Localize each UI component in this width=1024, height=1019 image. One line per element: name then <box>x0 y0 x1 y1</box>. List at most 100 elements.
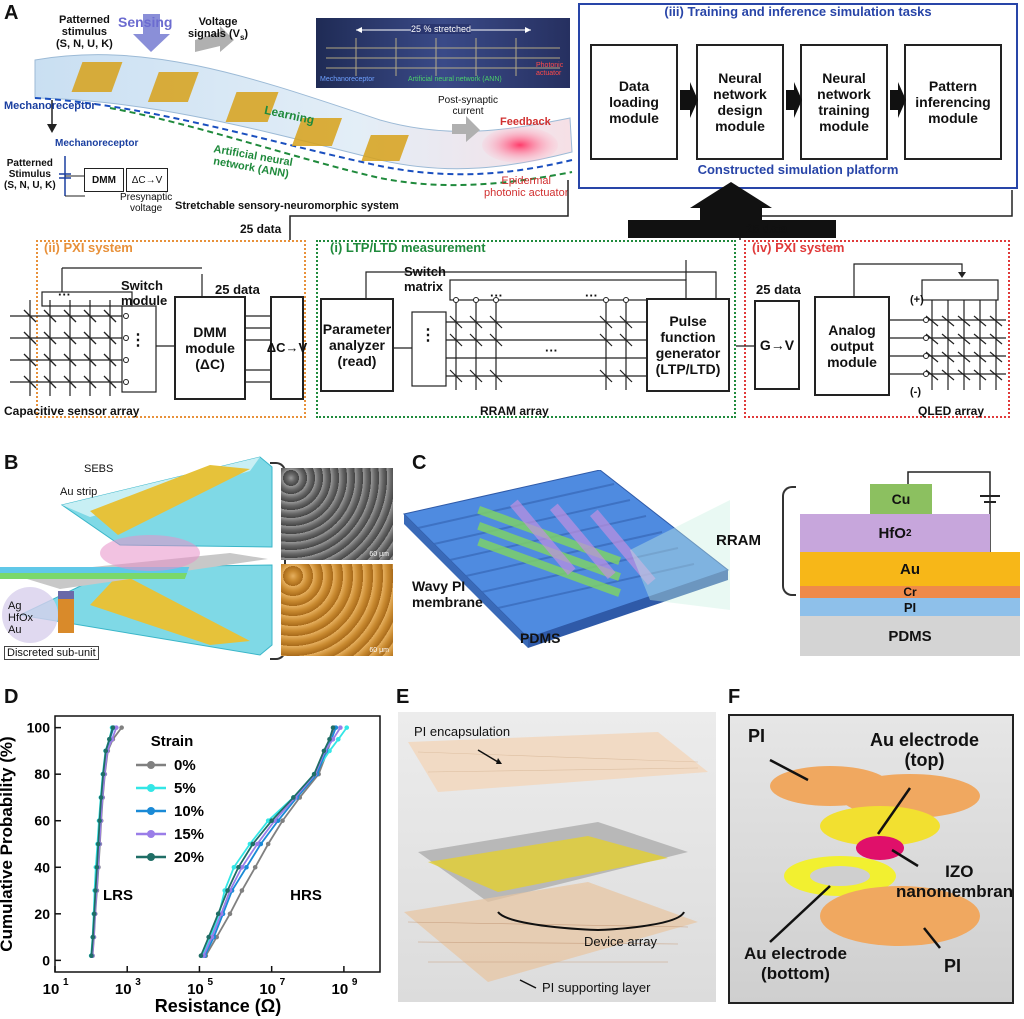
legend-marker <box>147 807 155 815</box>
data-point <box>114 725 119 730</box>
data-point <box>250 841 256 847</box>
bracket-b <box>270 462 286 660</box>
simulation-platform-label: Constructed simulation platform <box>697 162 899 177</box>
data-point <box>107 736 112 742</box>
data-point <box>269 818 274 824</box>
bracket-c <box>782 486 796 596</box>
x-tick-label: 10 <box>115 981 132 998</box>
y-tick-label: 20 <box>34 906 50 922</box>
lrs-annotation: LRS <box>103 887 133 904</box>
data-point <box>198 953 204 959</box>
data-point <box>97 818 102 824</box>
x-tick-exponent: 3 <box>135 977 141 988</box>
data-point <box>330 725 336 730</box>
ltp-ltd-title: (i) LTP/LTD measurement <box>330 240 486 255</box>
data-point <box>239 864 245 870</box>
layer-au: Au <box>800 552 1020 586</box>
layer-pdms: PDMS <box>800 616 1020 656</box>
qled-array-label: QLED array <box>918 404 985 418</box>
x-tick-exponent: 1 <box>63 977 69 988</box>
stretchable-system-label: Stretchable sensory-neuromorphic system <box>175 200 399 212</box>
pxi-ii-title: (ii) PXI system <box>44 240 133 255</box>
layer-pi: PI <box>800 598 1020 616</box>
legend-label: 5% <box>174 780 196 797</box>
legend-label: 0% <box>174 757 196 774</box>
panel-label-d: D <box>4 686 19 708</box>
data-point <box>103 748 109 754</box>
data25-iv-label: 25 data <box>756 282 801 297</box>
module-flow-arrows <box>680 82 906 118</box>
pdms-substrate-label: PDMS <box>520 630 561 646</box>
inset-mechanoreceptor-label: Mechanoreceptor <box>55 138 139 149</box>
switch-vdots: ⋮ <box>130 332 146 349</box>
y-tick-label: 80 <box>34 766 50 782</box>
stretchable-system-illustration <box>34 14 573 187</box>
sem-image: 60 μm <box>281 468 393 560</box>
panel-label-c: C <box>412 452 427 474</box>
data-point <box>89 953 94 959</box>
data-point <box>254 841 260 847</box>
connector-lines <box>289 180 1013 240</box>
feedback-label: Feedback <box>500 116 551 128</box>
data-point <box>98 795 104 800</box>
pxi-iv-box <box>744 240 1010 418</box>
data25-right-label: 25 data <box>746 222 788 236</box>
data25-left-label: 25 data <box>240 222 282 236</box>
pi-top-label: PI <box>748 726 766 746</box>
dcv-module: ΔC→V <box>267 296 307 400</box>
capacitive-array-circuit <box>10 267 270 396</box>
panel-label-a: A <box>4 2 19 24</box>
layer-cr: Cr <box>800 585 1020 599</box>
data-point <box>327 748 332 754</box>
capacitive-array-label: Capacitive sensor array <box>4 404 140 418</box>
data25-ii-label: 25 data <box>215 282 260 297</box>
data-point <box>91 911 97 917</box>
x-tick-exponent: 7 <box>280 977 286 988</box>
data-point <box>252 864 258 870</box>
pi-bottom-label: PI <box>944 956 962 976</box>
data-point <box>258 841 264 847</box>
au-strip-label: Au strip <box>60 486 98 498</box>
data-point <box>110 725 116 730</box>
training-simulation-title: (iii) Training and inference simulation … <box>664 4 932 19</box>
sem-scale-label: 60 μm <box>369 551 389 558</box>
legend-marker <box>147 761 155 769</box>
series-line-0%-hrs <box>205 727 336 957</box>
y-tick-label: 0 <box>42 952 50 968</box>
data-point <box>95 841 101 847</box>
series-line-20%-lrs <box>90 727 114 956</box>
legend-title: Strain <box>151 733 194 750</box>
au-bottom-label: Au electrode(bottom) <box>744 944 847 983</box>
series-line-15%-hrs <box>202 727 342 957</box>
minus-terminal-label: (-) <box>910 386 921 398</box>
data-point <box>327 736 332 742</box>
electrode-wire <box>907 471 1000 552</box>
x-tick-label: 10 <box>259 981 276 998</box>
inset-dcv-box: ΔC→V <box>126 168 168 192</box>
supporting-layer-label: PI supporting layer <box>542 980 651 995</box>
panel-label-e: E <box>396 686 410 708</box>
photo-mechanoreceptor-label: Mechanoreceptor <box>320 76 375 83</box>
data-point <box>209 934 215 940</box>
pxi-ii-box <box>36 240 306 418</box>
device-array-label: Device array <box>584 934 657 949</box>
data-point <box>280 818 285 824</box>
x-tick-exponent: 9 <box>352 977 358 988</box>
